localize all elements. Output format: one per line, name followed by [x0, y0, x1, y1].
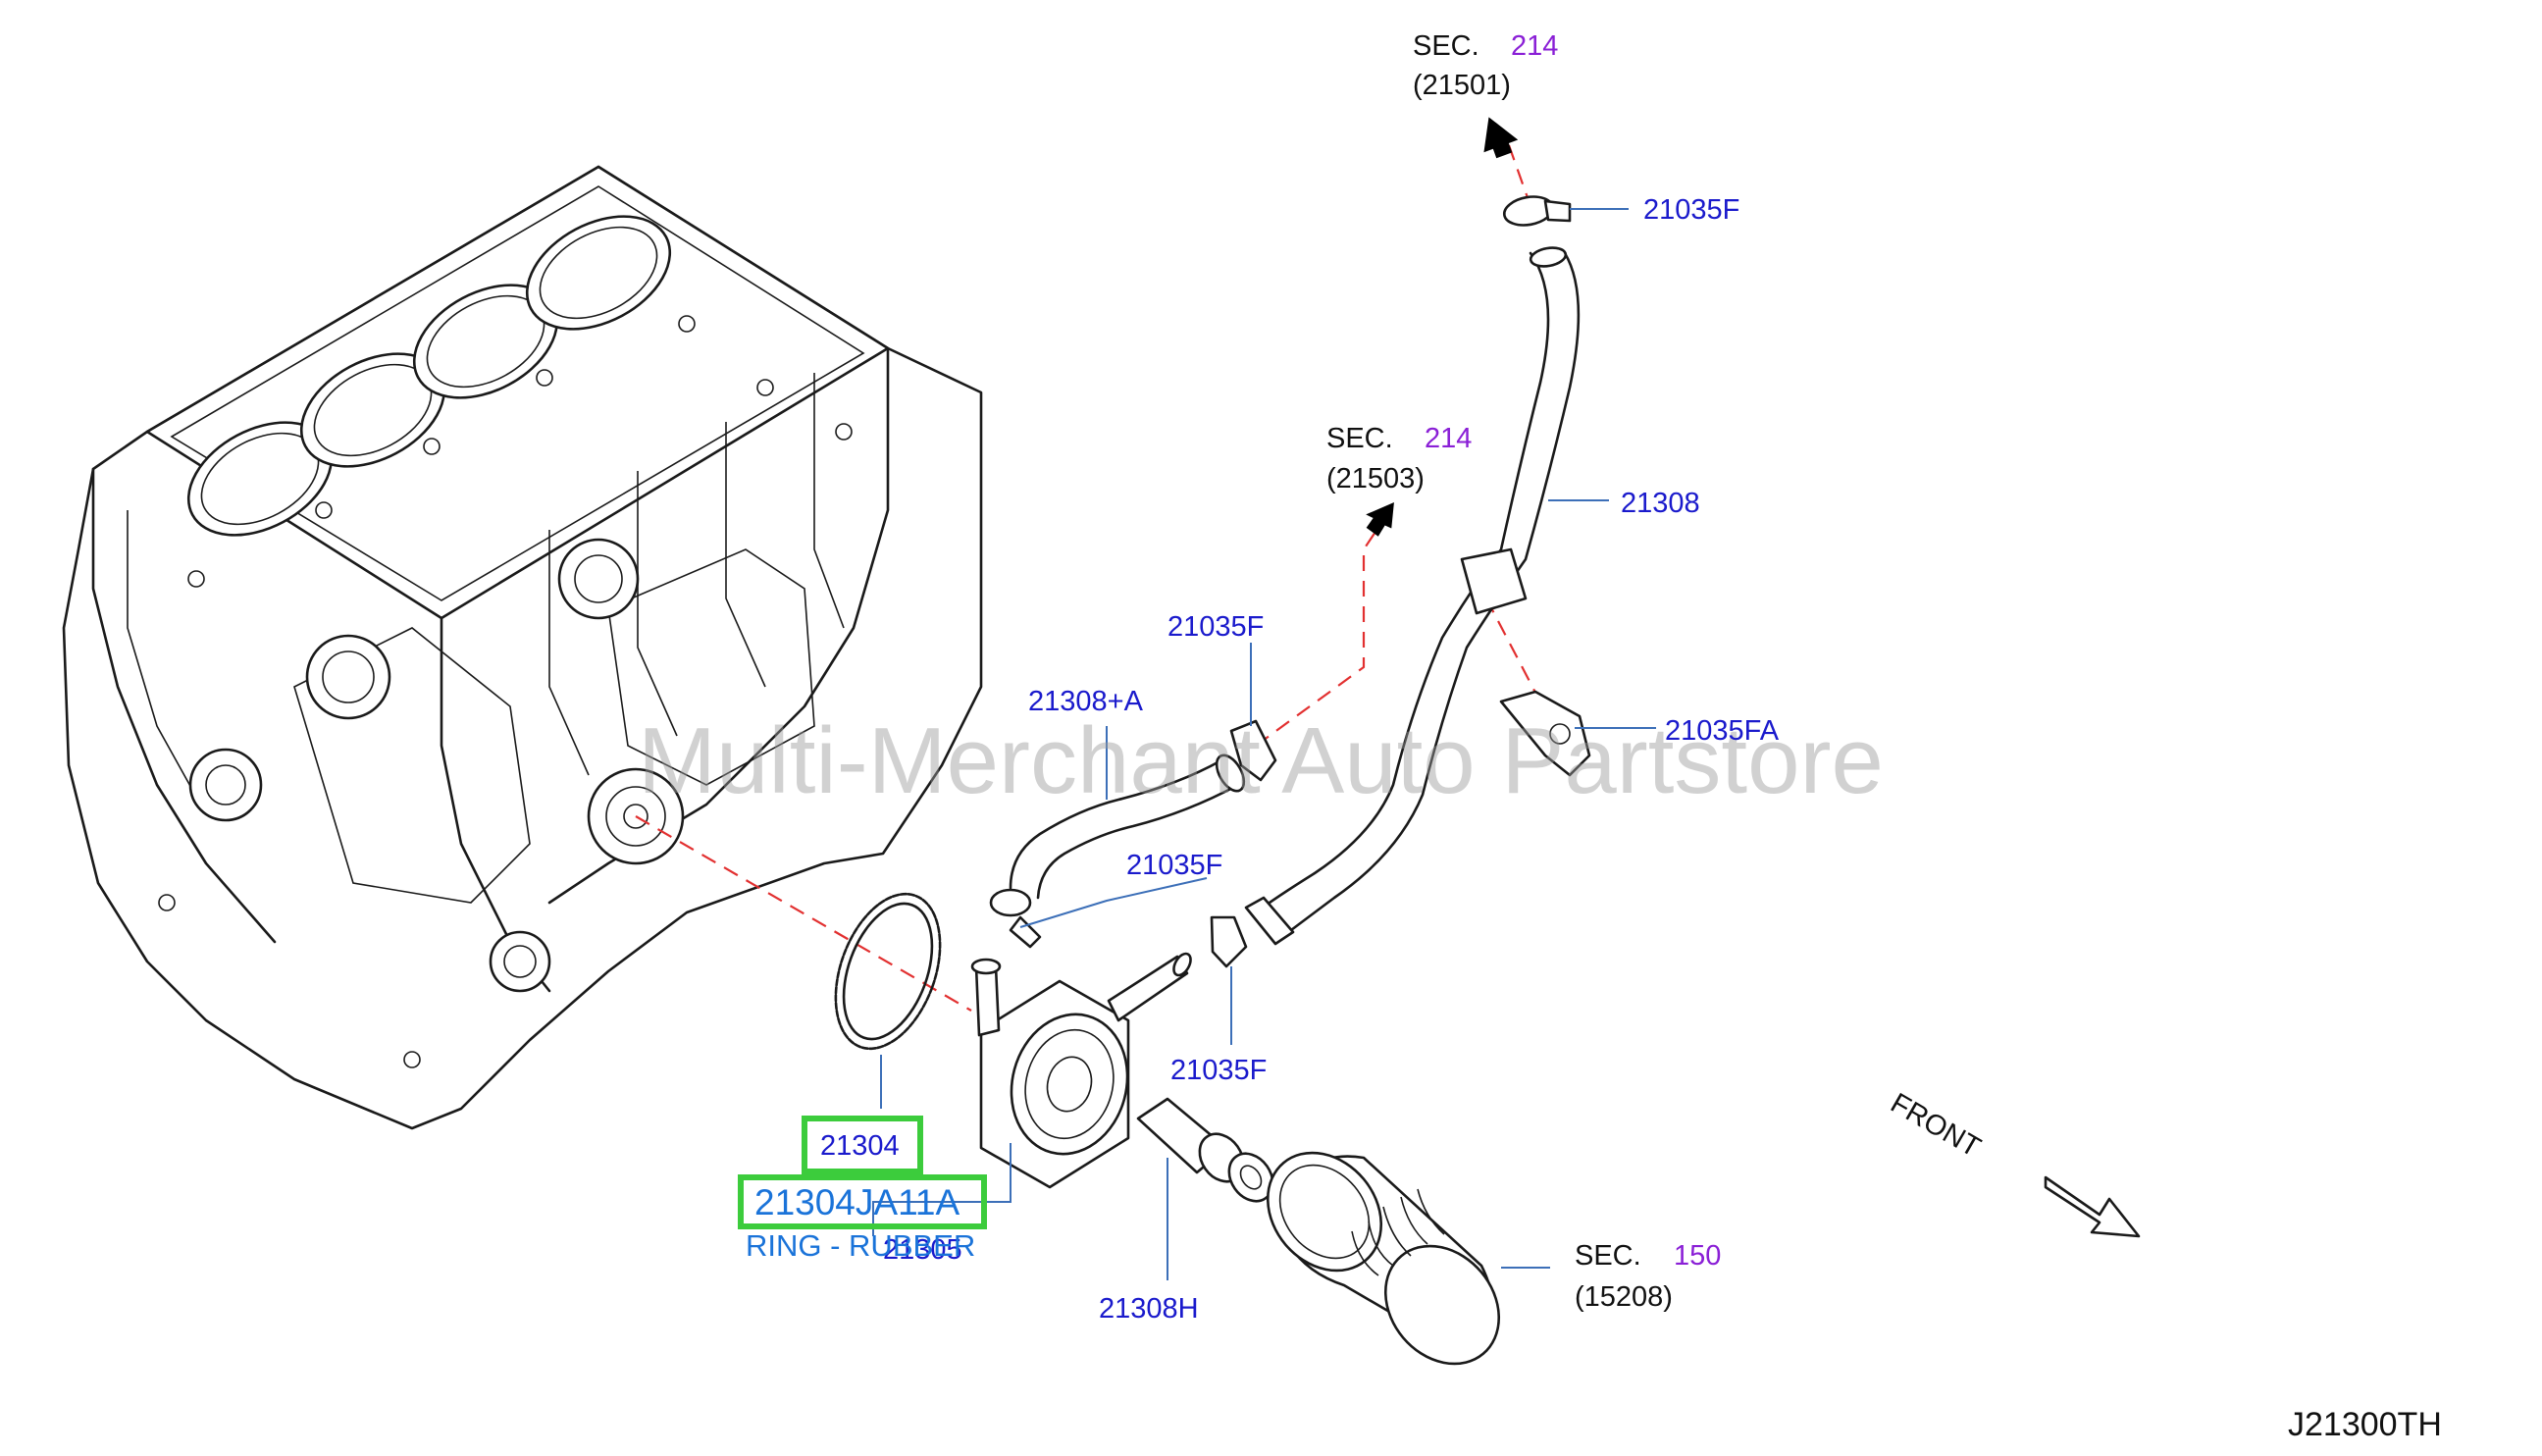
section-arrows [1366, 117, 1519, 537]
ring-code-highlight [802, 1116, 923, 1174]
section-ref-code: (21503) [1326, 463, 1425, 494]
rubber-ring-drawing [834, 892, 942, 1051]
section-number-link[interactable]: 214 [1425, 423, 1472, 454]
section-word: SEC. [1413, 30, 1479, 62]
section-ref-mid[interactable]: SEC. 214 (21503) [1326, 423, 1472, 494]
part-label-clamp-mid[interactable]: 21035F [1167, 611, 1264, 643]
section-ref-filter[interactable]: SEC. 150 (15208) [1575, 1240, 1721, 1313]
section-ref-code: (21501) [1413, 70, 1511, 101]
long-hose-drawing [1244, 246, 1581, 946]
front-arrow [2044, 1175, 2141, 1238]
part-label-ring[interactable]: 21304 [820, 1130, 900, 1162]
selected-part-callout[interactable]: 21304 21304JA11A RING - RUBBER [738, 1116, 987, 1263]
hose-clamps-drawing [989, 195, 1591, 968]
part-label-connector[interactable]: 21308H [1099, 1293, 1199, 1325]
oil-cooler-drawing [970, 952, 1192, 1189]
section-word: SEC. [1575, 1240, 1641, 1272]
selected-part-number[interactable]: 21304JA11A [754, 1182, 960, 1222]
part-label-oil-cooler[interactable]: 21305 [883, 1234, 962, 1266]
watermark-text: Multi-Merchant Auto Partstore [638, 708, 1884, 813]
section-number-link[interactable]: 150 [1674, 1240, 1721, 1272]
section-number-link[interactable]: 214 [1511, 30, 1558, 62]
part-number-highlight [738, 1174, 987, 1229]
part-label-clamp-top[interactable]: 21035F [1643, 194, 1739, 226]
front-label: FRONT [1886, 1087, 1987, 1164]
section-ref-code: (15208) [1575, 1281, 1673, 1313]
leader-lines [872, 208, 1656, 1280]
hose-a-drawing [1009, 754, 1246, 900]
section-ref-top[interactable]: SEC. 214 (21501) [1413, 30, 1558, 101]
part-label-clamp-fa[interactable]: 21035FA [1665, 715, 1780, 747]
connector-drawing [1136, 1097, 1274, 1203]
engine-block-drawing [62, 165, 983, 1130]
diagram-code: J21300TH [2288, 1406, 2442, 1443]
part-label-clamp-lower[interactable]: 21035F [1126, 850, 1222, 881]
part-label-hose-a[interactable]: 21308+A [1028, 686, 1144, 717]
part-label-hose-long[interactable]: 21308 [1621, 488, 1700, 519]
oil-filter-drawing [1266, 1151, 1501, 1366]
selected-part-description: RING - RUBBER [746, 1228, 975, 1263]
part-label-clamp-bottom[interactable]: 21035F [1170, 1055, 1267, 1086]
section-word: SEC. [1326, 423, 1393, 454]
